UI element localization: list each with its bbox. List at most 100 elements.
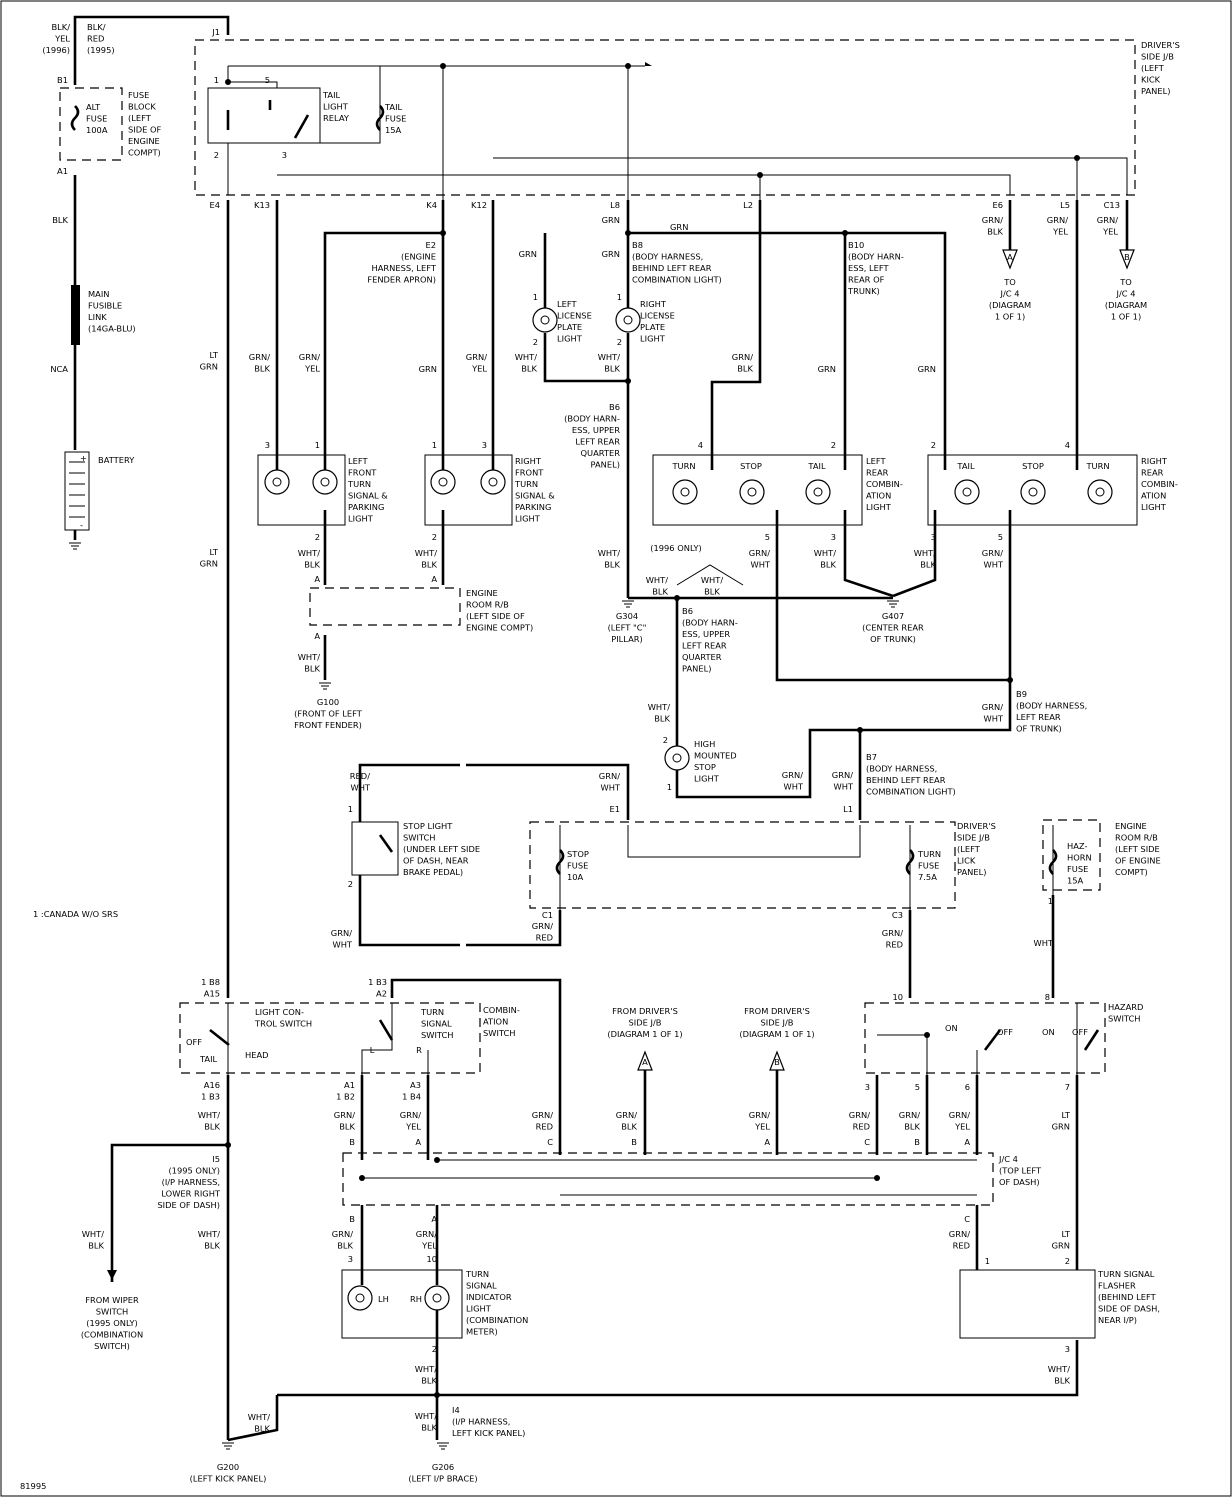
label-line: PARKING [348,502,384,512]
wire-thin [877,1034,928,1075]
engine-room-rb-box [309,587,461,626]
label-line: SWITCH [483,1028,516,1038]
left-rear-combination-box [652,454,863,526]
label-line: QUARTER [580,448,620,458]
diagram-label: NCA [50,364,68,374]
label-line: BLK [987,227,1003,237]
left-front-light-box [257,454,346,526]
bulb-filament-icon [540,315,550,325]
diagram-label: 1 [1048,896,1053,906]
wire [892,510,937,598]
diagram-label: LH [378,1294,389,1304]
label-line: A [314,574,320,584]
label-line: 81995 [20,1481,46,1491]
label-line: (1995 ONLY) [168,1166,220,1176]
diagram-label: 1 :CANADA W/O SRS [33,909,118,919]
label-line: SIGNAL [421,1019,452,1029]
connector-triangle-icon [1119,249,1135,270]
label-line: B9 [1016,689,1027,699]
label-line: L1 [843,804,853,814]
connector-tag: B [1124,252,1130,262]
arrow-icon [645,62,652,66]
label-line: OFF [997,1027,1013,1037]
label-line: BLK [88,1241,104,1251]
label-line: WHT/ [198,1229,221,1239]
label-line: YEL [54,34,70,44]
diagram-label: 10 [892,992,903,1002]
label-line: FENDER APRON) [367,275,436,285]
diagram-label: (1996 ONLY) [650,543,702,553]
label-line: (LEFT SIDE [1115,844,1160,854]
junction-dot [440,63,446,69]
wire [543,333,628,383]
diagram-label: 5 [265,75,270,85]
label-line: FRONT [515,468,544,478]
label-line: NCA [50,364,68,374]
diagram-label: GRN/WHT [749,548,771,570]
diagram-label: 1 [214,75,219,85]
label-line: BLK [304,560,320,570]
diagram-label: ON [1042,1027,1055,1037]
bulb-filament-icon [623,315,633,325]
diagram-label: A [431,1214,437,1224]
label-line: BLK [521,364,537,374]
label-line: BLK [204,1241,220,1251]
label-line: (BEHIND LEFT [1098,1292,1157,1302]
label-line: (LEFT "C" [608,623,647,633]
diagram-label: K13 [254,200,270,210]
label-line: SWITCH [96,1307,129,1317]
diagram-label: GRN/BLK [899,1110,921,1132]
bulb-icon [480,469,506,495]
label-line: BRAKE PEDAL) [403,867,463,877]
diagram-label: A [314,574,320,584]
label-line: (LEFT [1141,63,1165,73]
connector-triangle-icon [637,1050,653,1071]
label-line: WHT [833,782,853,792]
wire [466,763,630,820]
label-line: MOUNTED [694,751,737,761]
label-line: BLK/ [51,22,70,32]
label-line: QUARTER [682,652,722,662]
label-line: SWITCH [1108,1014,1141,1024]
diagram-label: 3 [482,440,487,450]
diagram-label: WHT/BLK [298,548,321,570]
diagram-label: WHT/BLK [298,652,321,674]
diagram-label: 2 [214,150,219,160]
label-line: REAR [1141,468,1164,478]
label-line: (1995) [87,45,115,55]
label-line: TAIL [956,461,975,471]
label-line: (DIAGRAM [1105,300,1147,310]
junction-dot [359,1175,365,1181]
wire [110,1143,228,1282]
label-line: RED [953,1241,970,1251]
label-line: DRIVER'S [1141,40,1180,50]
diagram-label: 2 [432,1344,437,1354]
diagram-label: HEAD [245,1050,269,1060]
label-line: (DIAGRAM 1 OF 1) [739,1029,814,1039]
label-line: HIGH [694,739,715,749]
label-line: LICK [957,856,976,866]
label-line: BLK [254,364,270,374]
label-line: K13 [254,200,270,210]
label-line: (BODY HARN- [564,414,620,424]
diagram-label: WHT/BLK [415,1411,438,1433]
label-line: L2 [743,200,753,210]
label-line: SWITCH [403,833,436,843]
label-line: B [914,1137,920,1147]
junction-dot [440,230,446,236]
label-line: ROOM R/B [1115,833,1158,843]
diagram-label: GRN/BLK [334,1110,356,1132]
label-line: 2 [432,532,437,542]
label-line: GRN/ [832,770,853,780]
label-line: J1 [211,27,220,37]
